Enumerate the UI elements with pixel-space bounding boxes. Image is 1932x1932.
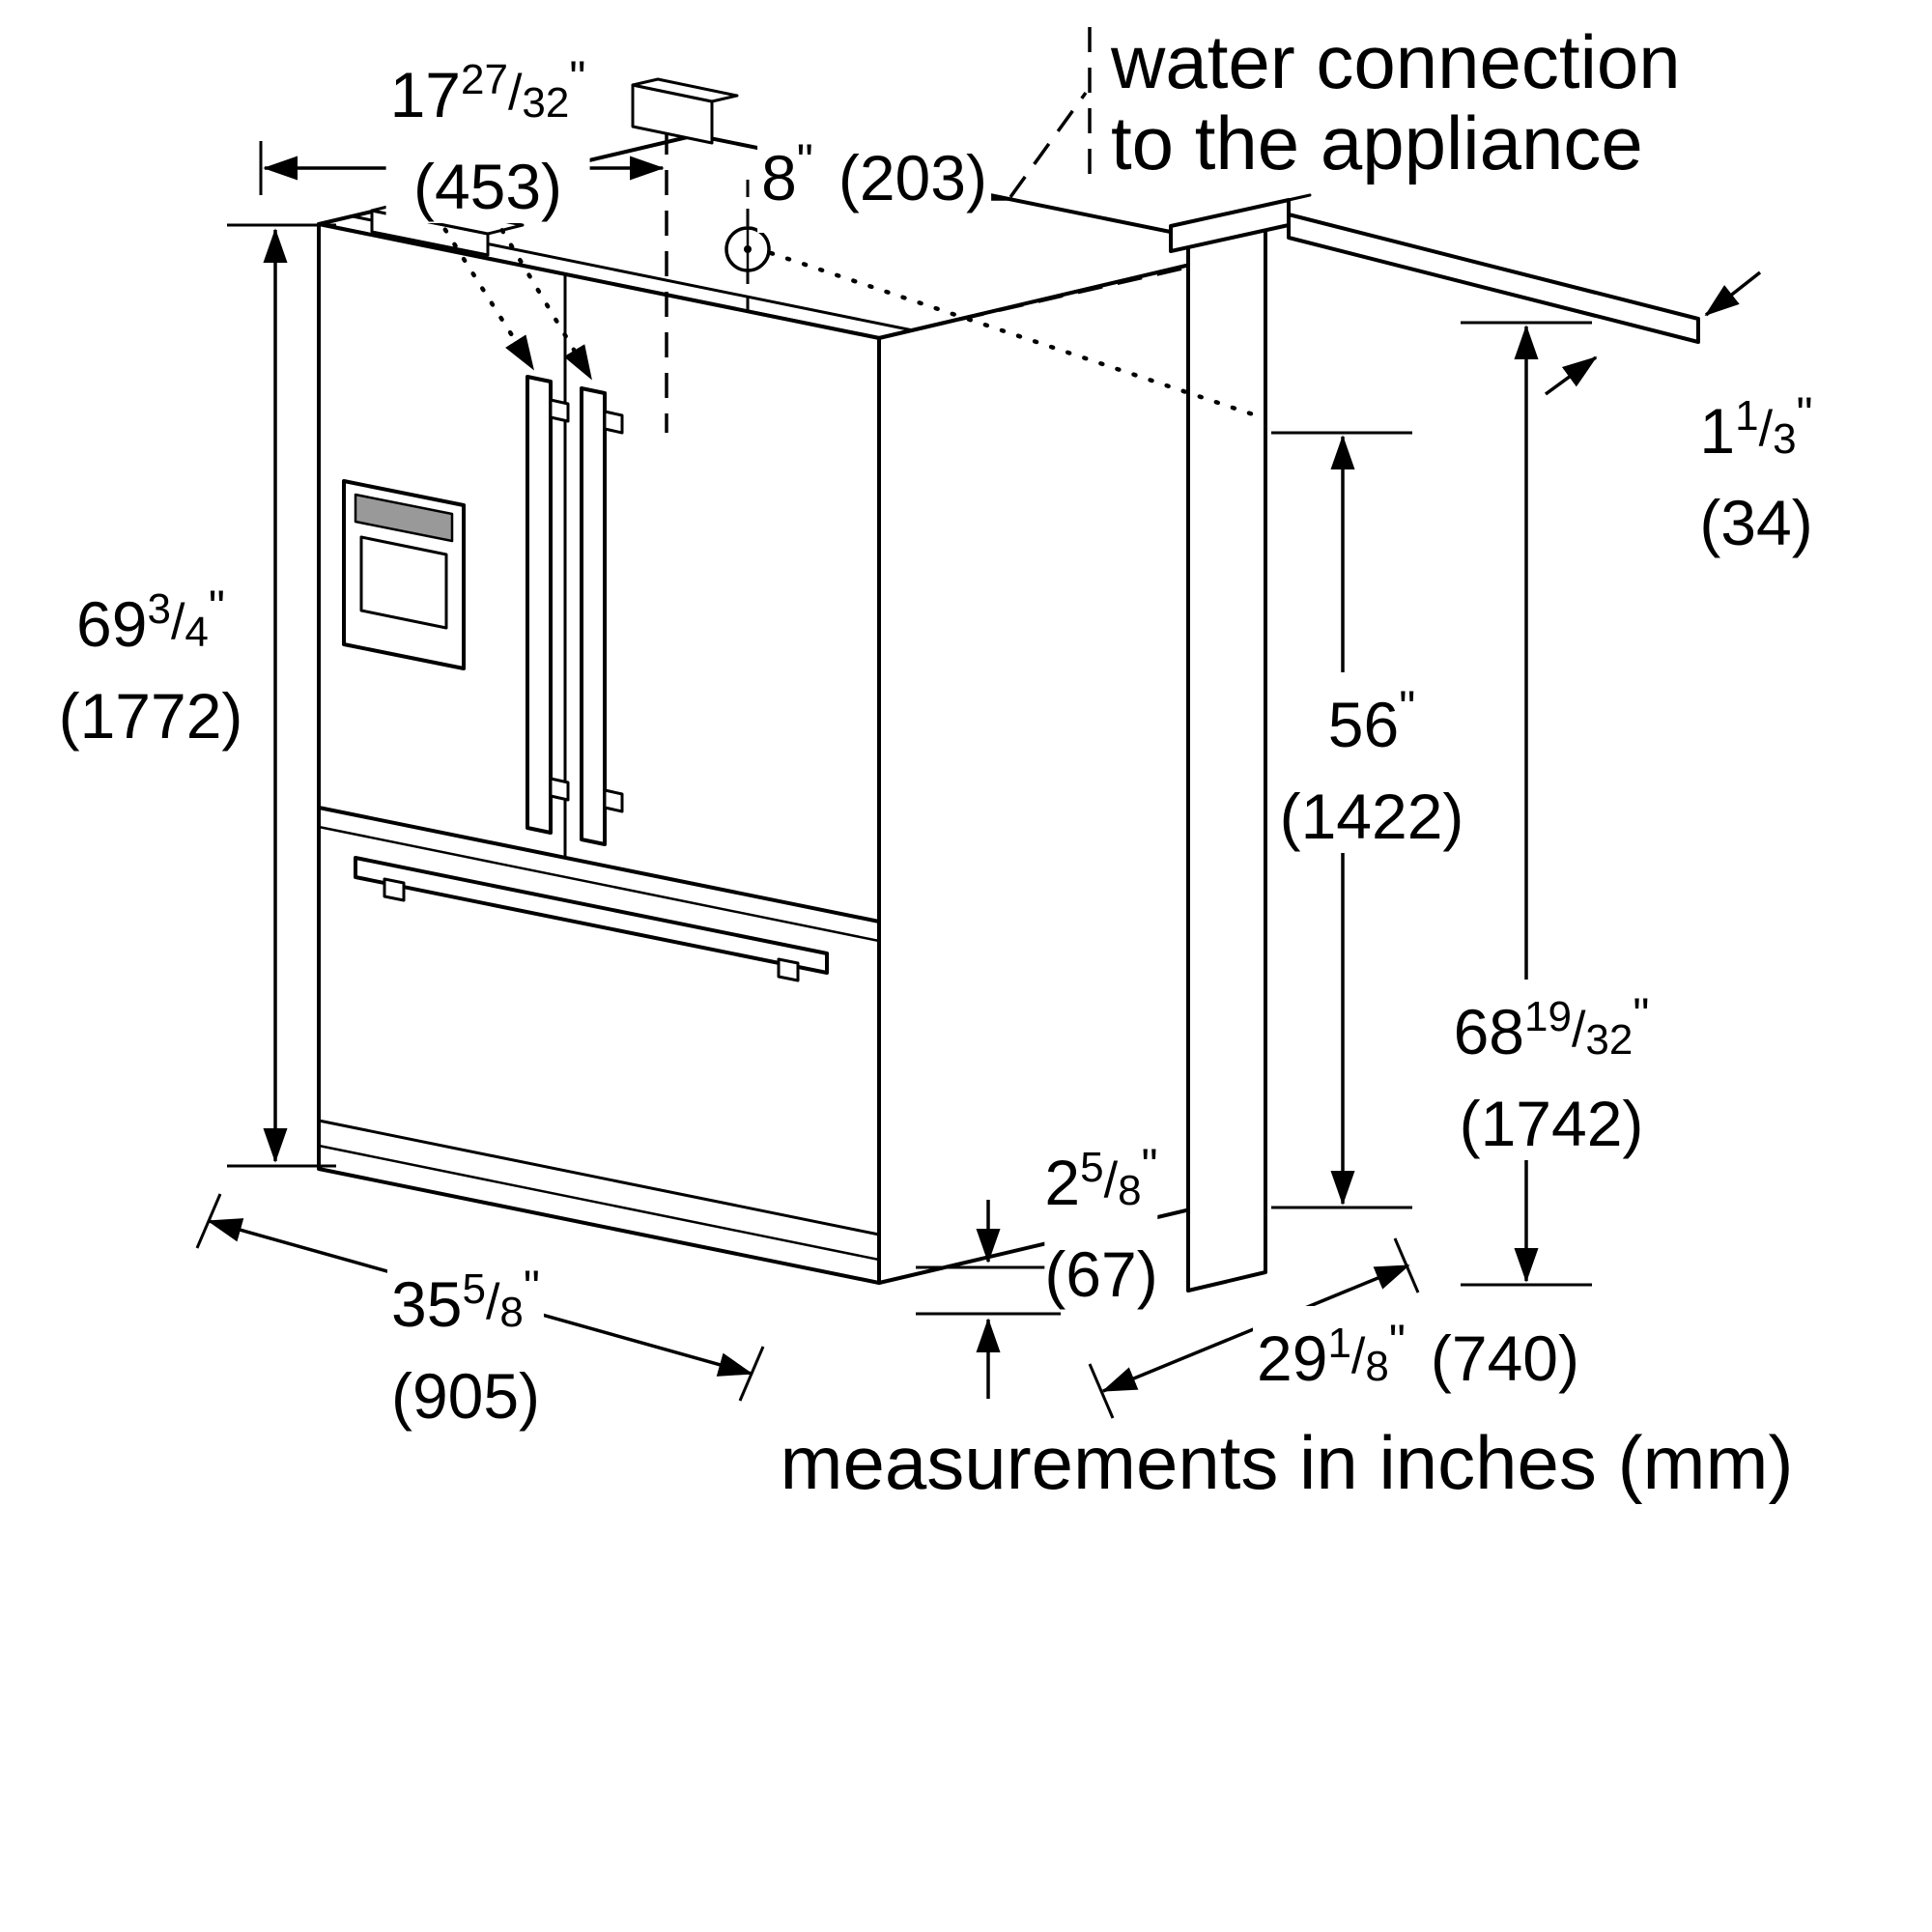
dim-rear-clearance-num: 5 (1080, 1144, 1104, 1191)
dim-depth-label: 291/8" (740) (1253, 1306, 1583, 1413)
left-handle-tab-top (549, 398, 570, 423)
dim-height-sep: / (170, 594, 185, 650)
water-note-line1: water connection (1111, 19, 1681, 104)
refrigerator (317, 133, 1258, 1285)
left-handle-tab-bottom (549, 777, 570, 802)
dim-width-num: 5 (462, 1265, 486, 1313)
panel-cap-top (1169, 193, 1312, 228)
dim-width-unit: " (523, 1263, 540, 1314)
dim-niche-height-whole: 68 (1453, 996, 1525, 1067)
toe-kick-line (317, 1144, 881, 1262)
dispenser-cavity (359, 535, 448, 630)
dim-water-offset-inches: 8" (203) (761, 126, 987, 233)
dim-depth-mm: (740) (1430, 1322, 1579, 1394)
dim-height-num: 3 (147, 585, 171, 633)
enclosure-panel (1169, 193, 1700, 1293)
water-note-line2: to the appliance (1111, 100, 1643, 185)
dim-door-clearance-mm: (453) (412, 151, 563, 222)
freezer-split-line (317, 806, 881, 923)
dim-width-whole: 35 (391, 1268, 463, 1340)
dim-top-gap-num: 1 (1735, 392, 1759, 440)
dim-door-clearance-num: 27 (461, 56, 508, 103)
base-line (317, 1119, 881, 1236)
dim-height-inches: 693/4" (59, 572, 243, 679)
dim-width-sep: / (485, 1274, 500, 1330)
dim-top-gap-arrow-lower (1544, 355, 1598, 396)
countertop-bar (1287, 213, 1700, 344)
dim-height-label: 693/4" (1772) (54, 572, 247, 753)
dim-rear-clearance-inches: 25/8" (1044, 1130, 1157, 1237)
right-handle-tab-bottom (603, 788, 624, 813)
freezer-handle-bracket-left (383, 877, 406, 902)
dim-top-gap-inches: 11/3" (1699, 379, 1812, 486)
dim-niche-height-den: 32 (1585, 1016, 1634, 1064)
freezer-handle-bracket-right (777, 957, 800, 982)
dim-niche-height-unit: " (1633, 990, 1650, 1041)
dim-water-offset-label: 8" (203) (757, 126, 991, 233)
dim-width-mm: (905) (390, 1360, 541, 1432)
dim-water-height-mm: (1422) (1279, 781, 1464, 852)
dim-depth-den: 8 (1365, 1343, 1389, 1390)
dim-rear-clearance-unit: " (1141, 1141, 1158, 1192)
dim-top-gap-label: 11/3" (34) (1695, 379, 1817, 559)
water-route-dotted (768, 250, 1259, 418)
dim-top-gap-mm: (34) (1699, 487, 1813, 558)
dim-height-den: 4 (185, 609, 209, 656)
dim-niche-height-mm: (1742) (1459, 1088, 1644, 1159)
dim-water-height-whole: 56 (1327, 689, 1400, 760)
dim-water-offset-whole: 8 (761, 142, 797, 213)
dim-height-mm: (1772) (58, 680, 243, 752)
dim-top-gap-unit: " (1796, 389, 1813, 440)
dim-water-height-label: 56" (1422) (1275, 672, 1468, 853)
niche-top-dashed (1009, 91, 1088, 199)
dim-depth-whole: 29 (1257, 1322, 1328, 1394)
dim-depth-inches: 291/8" (740) (1257, 1306, 1579, 1413)
dim-niche-height-inches: 6819/32" (1454, 980, 1650, 1087)
right-handle-tab-top (603, 410, 624, 435)
dim-depth-unit: " (1388, 1317, 1406, 1368)
dim-door-clearance-sep: / (507, 65, 523, 121)
dim-top-gap-den: 3 (1773, 415, 1797, 463)
dim-depth-num: 1 (1327, 1320, 1351, 1367)
dim-niche-height-sep: / (1571, 1002, 1586, 1058)
dim-door-clearance-label: 1727/32" (453) (385, 43, 590, 223)
dispenser-display (354, 493, 454, 543)
water-connection-symbol (724, 216, 771, 282)
dim-rear-clearance-label: 25/8" (67) (1044, 1130, 1158, 1311)
footer-note: measurements in inches (mm) (780, 1420, 1794, 1505)
dim-niche-height-num: 19 (1524, 993, 1572, 1040)
dim-top-gap-arrow-upper (1704, 270, 1762, 317)
dim-door-clearance-den: 32 (522, 79, 570, 127)
dim-top-gap-sep: / (1758, 401, 1774, 457)
dim-door-clearance-unit: " (569, 53, 586, 104)
left-door-handle (526, 375, 553, 835)
dim-rear-clearance-mm: (67) (1044, 1238, 1158, 1310)
water-connection-note: water connection to the appliance (1111, 21, 1681, 184)
dim-width-inches: 355/8" (391, 1252, 540, 1359)
dim-top-gap-whole: 1 (1699, 395, 1736, 467)
dim-height-unit: " (208, 582, 225, 634)
dim-water-offset-unit: " (796, 136, 813, 187)
niche-rear-dashed (919, 267, 1183, 330)
dim-depth-sep: / (1350, 1328, 1366, 1384)
dim-width-den: 8 (499, 1289, 524, 1336)
water-connection-box (631, 77, 739, 145)
freezer-handle (354, 856, 829, 975)
dim-width-label: 355/8" (905) (386, 1252, 545, 1433)
dim-water-height-inches: 56" (1280, 672, 1464, 780)
dim-door-clearance-whole: 17 (389, 59, 462, 130)
dim-rear-clearance-whole: 2 (1044, 1147, 1081, 1218)
dim-water-height-unit: " (1399, 683, 1416, 734)
right-door-handle (580, 386, 607, 846)
dim-height-whole: 69 (76, 588, 148, 660)
dim-door-clearance-inches: 1727/32" (390, 43, 586, 150)
panel-front (1186, 226, 1267, 1293)
freezer-gap-line (317, 825, 881, 943)
dim-water-offset-mm: (203) (838, 142, 987, 213)
dim-rear-clearance-den: 8 (1118, 1167, 1142, 1214)
dim-rear-clearance-sep: / (1103, 1152, 1119, 1208)
dim-niche-height-label: 6819/32" (1742) (1449, 980, 1654, 1160)
